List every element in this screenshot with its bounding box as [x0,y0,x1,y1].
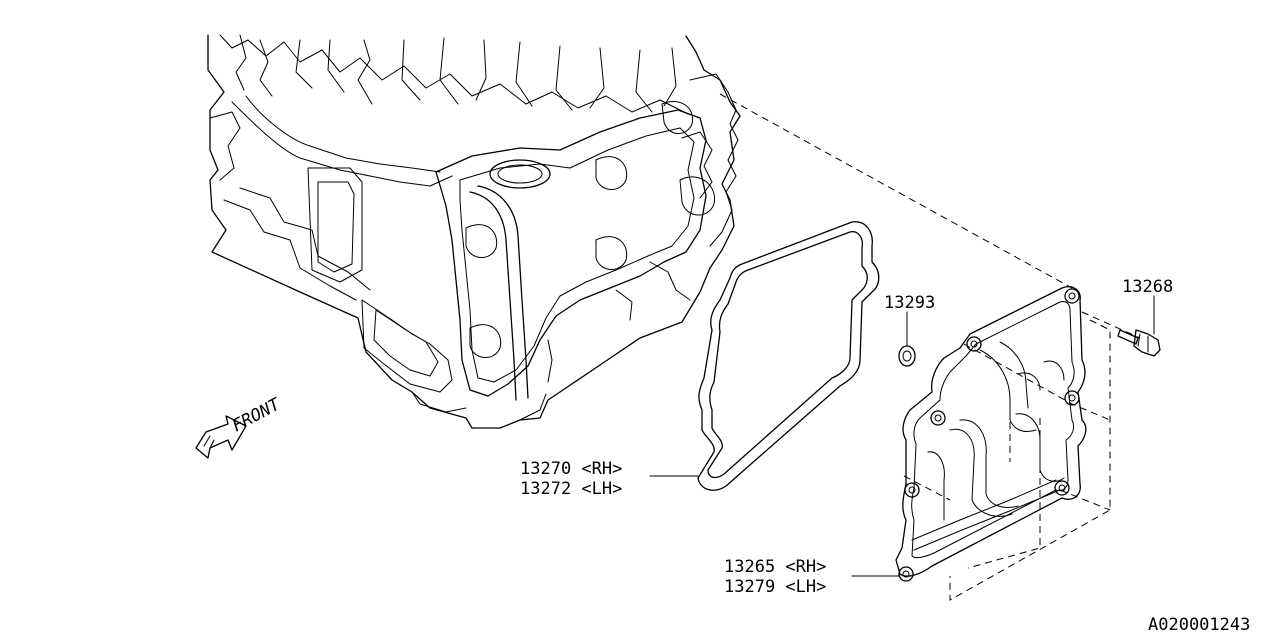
leader-lines [649,295,1155,577]
valve-cover-gasket [697,221,880,491]
front-label: FRONT [229,394,285,437]
part-label-13270: 13270 <RH> [520,459,622,479]
assembly-guide-lines [719,93,1141,601]
part-label-13279: 13279 <LH> [724,577,826,597]
washer-13293 [898,345,916,367]
part-label-13268: 13268 [1122,277,1173,297]
diagram-code: A020001243 [1148,615,1250,635]
front-arrow [195,415,247,459]
bolt-13268 [1117,329,1161,357]
engine-block [207,34,741,429]
valve-cover [895,286,1087,582]
part-label-13293: 13293 [884,293,935,313]
part-label-13272: 13272 <LH> [520,479,622,499]
part-label-13265: 13265 <RH> [724,557,826,577]
